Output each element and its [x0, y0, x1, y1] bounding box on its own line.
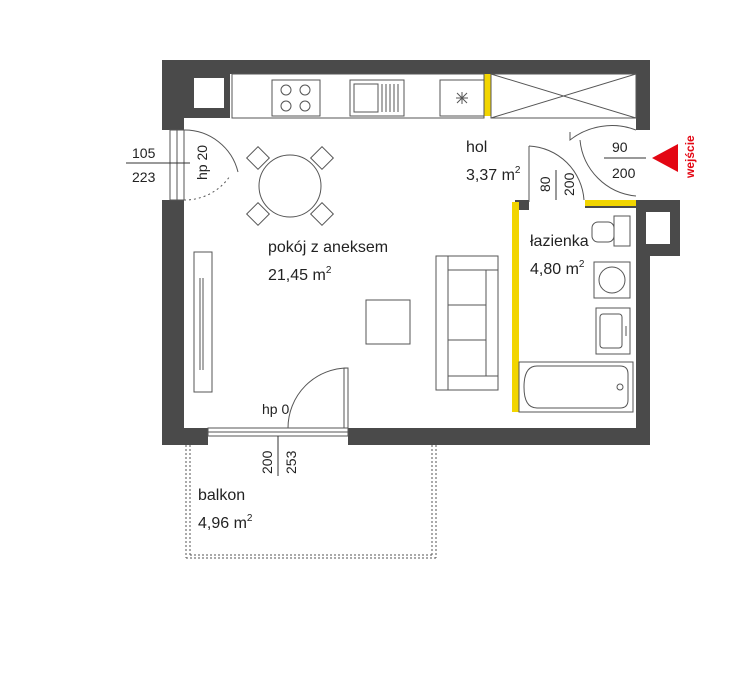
toilet-icon — [613, 215, 631, 247]
balcony-door-sill: hp 0 — [262, 401, 289, 417]
wall-top — [162, 60, 650, 74]
cooktop-icon — [271, 79, 321, 117]
coffee-table — [365, 299, 411, 345]
accent-bath-left — [512, 202, 519, 412]
wall-left-stub — [162, 112, 230, 118]
bathroom-name: łazienka — [530, 233, 589, 250]
living-room-name: pokój z aneksem — [268, 239, 388, 256]
hall-name: hol — [466, 139, 487, 156]
kitchen — [231, 73, 485, 119]
bathroom-fixtures — [518, 215, 634, 413]
hall-area: 3,37 m2 — [466, 165, 521, 184]
accent-kitchen — [484, 74, 491, 116]
sink-icon — [349, 79, 405, 117]
wall-right-upper — [636, 60, 650, 130]
accent-bath-top — [585, 200, 636, 206]
wall-bottom-right — [348, 428, 650, 445]
dining-table — [245, 145, 335, 227]
balcony-door-width: 253 — [283, 450, 299, 474]
bathroom-door — [528, 145, 585, 202]
window-sill: hp 20 — [194, 145, 210, 180]
bathroom-sink-icon — [595, 307, 631, 355]
wardrobe — [490, 73, 637, 119]
shaft-left — [194, 78, 224, 108]
window-height: 223 — [132, 169, 156, 185]
balcony-area: 4,96 m2 — [198, 513, 253, 532]
bathtub-icon — [518, 361, 634, 413]
entrance-arrow-icon — [652, 144, 678, 172]
balcony-name: balkon — [198, 487, 245, 504]
window-width: 105 — [132, 145, 156, 161]
wall-left-lower — [162, 200, 184, 445]
balcony-door-height: 200 — [259, 450, 275, 474]
bath-door-width: 80 — [537, 176, 553, 192]
washing-machine-icon — [593, 261, 631, 299]
bathroom-area: 4,80 m2 — [530, 259, 585, 278]
fridge-icon — [439, 79, 485, 117]
entry-door-height: 200 — [612, 165, 636, 181]
kitchen-counter — [231, 73, 485, 119]
entrance-label: wejście — [683, 135, 697, 179]
bath-door-height: 200 — [561, 172, 577, 196]
entry-door-width: 90 — [612, 139, 628, 155]
entry-door — [569, 125, 637, 197]
sofa — [435, 255, 499, 391]
balcony-outline — [185, 445, 437, 559]
wall-left-upper — [162, 60, 184, 130]
partition-hall-top-left — [515, 200, 529, 210]
shaft-right-inner — [646, 212, 670, 244]
left-window — [169, 129, 239, 201]
accent-walls — [484, 74, 636, 412]
tv-unit — [193, 251, 213, 393]
wall-bottom-left — [162, 428, 208, 445]
wall-right-lower — [636, 200, 650, 445]
living-room-area: 21,45 m2 — [268, 265, 332, 284]
